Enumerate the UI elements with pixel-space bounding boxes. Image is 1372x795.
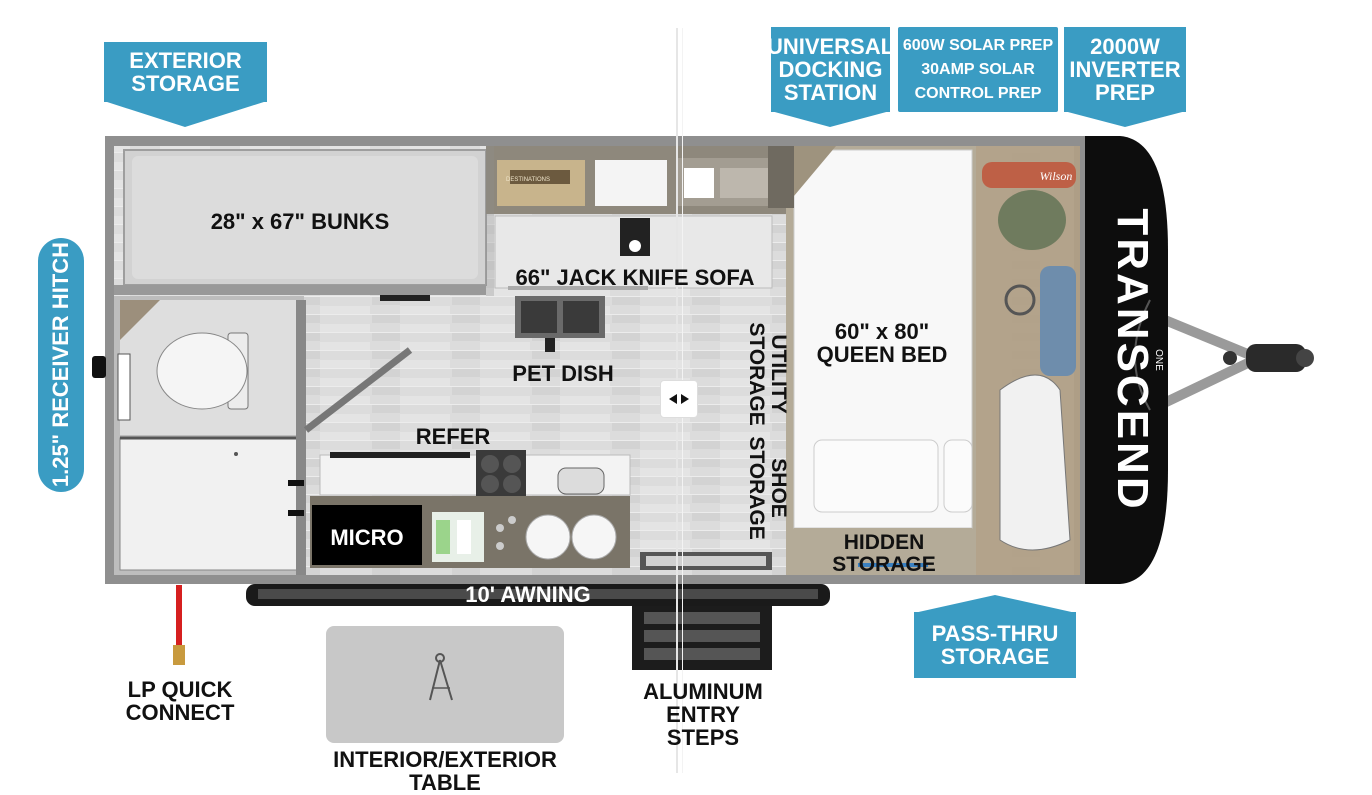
micro-label: MICRO [330,525,404,550]
inverter-prep-arrow [1064,111,1186,127]
shoe-storage-label: SHOE STORAGE [745,436,791,540]
rear-hitch-receiver [92,356,106,378]
bunks [114,149,487,301]
book-title: DESTINATIONS [506,177,550,183]
entry-steps-label: ALUMINUM ENTRY STEPS [643,679,763,751]
table-label: INTERIOR/EXTERIOR TABLE [333,747,557,795]
refer-label: REFER [415,424,491,449]
brand-wordmark: TRANSCEND [1108,208,1157,511]
entry-steps [632,606,772,670]
kitchen [310,450,631,568]
utility-storage-label: UTILITY STORAGE [745,322,791,426]
hidden-storage-label: HIDDEN STORAGE [832,531,936,577]
universal-docking-arrow [771,111,890,127]
queen-bed [768,146,976,575]
solar-prep-label: 600W SOLAR PREP 30AMP SOLAR CONTROL PREP [902,36,1054,102]
lp-quick-connect-label: LP QUICK CONNECT [125,677,235,726]
entry-door [640,552,772,570]
table [326,626,564,743]
ball-brand: Wilson [1040,169,1073,183]
bunks-label: 28" x 67" BUNKS [210,209,390,234]
pet-dish-label: PET DISH [512,361,614,386]
awning [246,584,830,606]
inverter-prep-label: 2000W INVERTER PREP [1069,33,1181,106]
queen-bed-label: 60" x 80" QUEEN BED [816,319,948,368]
pass-thru-storage-callout: PASS-THRU STORAGE [914,612,1076,678]
exterior-storage-label: EXTERIOR STORAGE [129,47,242,96]
exterior-storage-callout: EXTERIOR STORAGE [104,42,267,102]
bathroom [114,296,413,575]
inverter-prep-callout: 2000W INVERTER PREP [1064,27,1186,112]
universal-docking-label: UNIVERSAL DOCKING STATION [766,33,895,106]
universal-docking-callout: UNIVERSAL DOCKING STATION [767,27,894,112]
awning-label: 10' AWNING [465,582,591,607]
brand-sub: ONE [1153,349,1164,371]
sofa-area [486,146,786,352]
sofa-label: 66" JACK KNIFE SOFA [515,265,755,290]
tongue [1157,313,1314,410]
front-cap [1080,136,1168,584]
split-handle[interactable] [660,380,698,418]
split-arrows-icon [669,394,689,404]
pass-thru-arrow [914,595,1076,613]
pass-thru-storage-label: PASS-THRU STORAGE [931,620,1059,669]
pass-thru-storage [976,146,1080,575]
receiver-hitch-callout: 1.25" RECEIVER HITCH [38,238,84,492]
solar-prep-callout: 600W SOLAR PREP 30AMP SOLAR CONTROL PREP [898,27,1058,112]
exterior-storage-arrow [104,101,267,127]
lp-hose [173,585,185,665]
